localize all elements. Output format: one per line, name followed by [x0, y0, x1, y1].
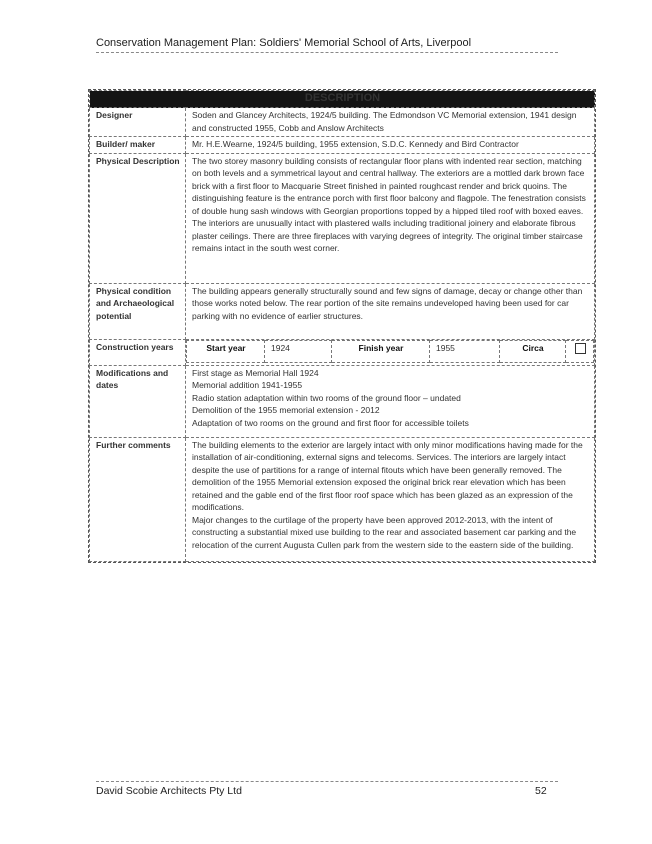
row-label: Construction years [89, 338, 186, 366]
row-label: Designer [89, 107, 186, 137]
table-row-designer: Designer Soden and Glancey Architects, 1… [89, 107, 595, 137]
row-value: The building appears generally structura… [185, 282, 595, 340]
page-number: 52 [535, 785, 547, 797]
description-table: DESCRIPTION Designer Soden and Glancey A… [89, 90, 595, 562]
modification-item: Demolition of the 1955 memorial extensio… [192, 405, 380, 415]
finish-year-label: Finish year [331, 339, 430, 363]
further-comments-paragraph: Major changes to the curtilage of the pr… [192, 514, 577, 550]
table-row-modifications: Modifications and dates First stage as M… [89, 364, 595, 438]
modification-item: Memorial addition 1941-1955 [192, 380, 303, 390]
page-header-title: Conservation Management Plan: Soldiers' … [96, 37, 472, 49]
circa-checkbox[interactable] [574, 342, 586, 354]
table-banner: DESCRIPTION [89, 90, 595, 108]
finish-year-value: 1955 [429, 339, 500, 363]
table-banner-row: DESCRIPTION [89, 90, 595, 108]
start-year-value: 1924 [264, 339, 332, 363]
modification-item: First stage as Memorial Hall 1924 [192, 367, 319, 378]
construction-years-table: Start year 1924 Finish year 1955 Circa [186, 339, 594, 363]
footer-divider [96, 781, 558, 782]
footer-company: David Scobie Architects Pty Ltd [96, 785, 242, 797]
row-value: First stage as Memorial Hall 1924 Memori… [185, 364, 595, 438]
row-value: Soden and Glancey Architects, 1924/5 bui… [185, 107, 595, 137]
further-comments-paragraph: The building elements to the exterior ar… [192, 439, 583, 513]
row-label: Further comments [89, 436, 186, 562]
construction-years-cell: Start year 1924 Finish year 1955 Circa [185, 338, 595, 366]
table-row-physical-condition: Physical condition and Archaeological po… [89, 282, 595, 340]
modification-item: Radio station adaptation within two room… [192, 392, 461, 403]
row-label: Physical Description [89, 152, 186, 284]
row-value: The building elements to the exterior ar… [185, 436, 595, 562]
row-label: Physical condition and Archaeological po… [89, 282, 186, 340]
header-divider [96, 52, 558, 53]
table-row-physical-description: Physical Description The two storey maso… [89, 152, 595, 284]
table-row-builder: Builder/ maker Mr. H.E.Wearne, 1924/5 bu… [89, 136, 595, 154]
table-row-further-comments: Further comments The building elements t… [89, 436, 595, 562]
circa-label: Circa [499, 339, 566, 363]
row-label: Modifications and dates [89, 364, 186, 438]
row-value: Mr. H.E.Wearne, 1924/5 building, 1955 ex… [185, 136, 595, 154]
row-value: The two storey masonry building consists… [185, 152, 595, 284]
table-row-construction-years: Construction years Start year 1924 Finis… [89, 338, 595, 366]
row-label: Builder/ maker [89, 136, 186, 154]
circa-cell [565, 339, 594, 363]
description-table-frame: DESCRIPTION Designer Soden and Glancey A… [88, 89, 596, 563]
start-year-label: Start year [186, 339, 265, 363]
modification-item: Adaptation of two rooms on the ground an… [192, 417, 469, 428]
